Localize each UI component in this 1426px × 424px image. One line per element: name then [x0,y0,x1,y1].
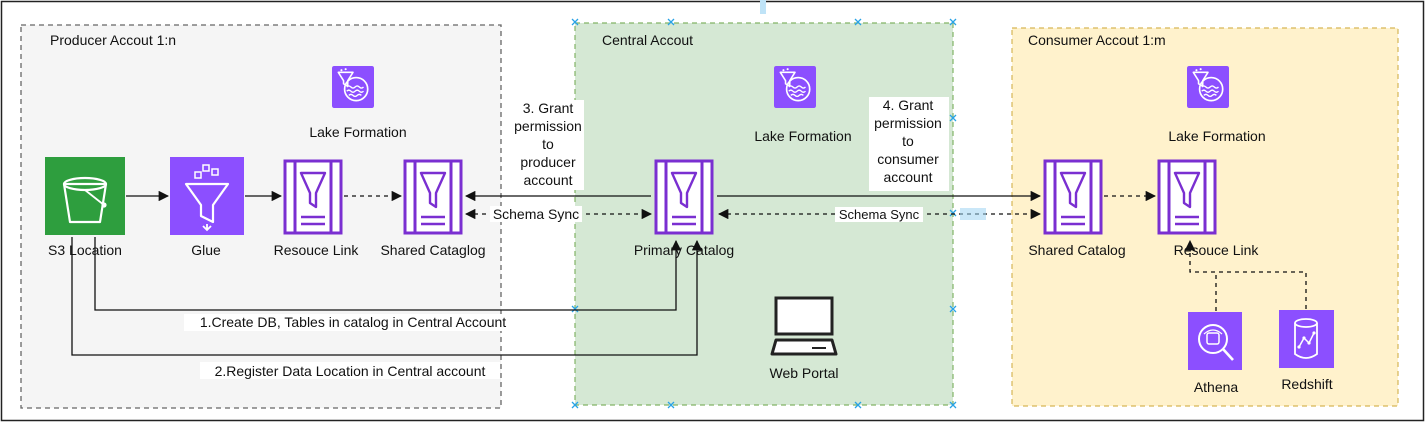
schema-sync-right-label-bg [835,207,923,222]
consumer-resource-link-label: Resouce Link [1174,242,1260,258]
redshift-to-resource-link-line [1216,271,1307,309]
grant-producer-label: 3. Grant permission to producer account [514,100,582,188]
grant-consumer-line-1: 4. Grant [883,97,934,113]
register-location-label-bg [200,362,500,379]
s3-bucket-icon [45,157,125,235]
create-db-label-bg [184,314,522,331]
grant-producer-line-5: account [523,172,572,188]
schema-sync-left-label: Schema Sync [493,206,579,222]
producer-shared-catalog-icon [403,159,463,235]
consumer-shared-catalog-icon [1043,159,1103,235]
central-lake-formation-icon [774,64,816,110]
primary-catalog-icon [654,159,714,235]
grant-producer-line-3: to [542,136,554,152]
glue-label: Glue [191,242,221,258]
schema-sync-left-label-bg [490,206,582,222]
consumer-lake-formation-label: Lake Formation [1168,128,1265,144]
register-location-label: 2.Register Data Location in Central acco… [215,363,486,379]
create-db-arrow [94,237,682,311]
producer-resource-link-label: Resouce Link [274,242,360,258]
consumer-resource-link-icon [1157,159,1217,235]
primary-catalog-label: Primary Catalog [634,242,734,258]
producer-resource-link-icon [283,159,343,235]
athena-to-resource-link-arrow [1184,239,1217,311]
create-db-label: 1.Create DB, Tables in catalog in Centra… [200,314,506,330]
consumer-lake-formation-icon [1187,64,1229,110]
grant-producer-line-2: permission [514,118,582,134]
producer-lake-formation-label: Lake Formation [309,124,406,140]
selection-highlight [960,208,986,220]
redshift-icon [1279,310,1334,368]
grant-producer-line-4: producer [520,154,576,170]
consumer-shared-catalog-label: Shared Catalog [1028,242,1125,258]
athena-icon [1188,312,1242,370]
producer-shared-catalog-label: Shared Cataglog [380,242,485,258]
redshift-label: Redshift [1281,376,1332,392]
web-portal-label: Web Portal [770,365,839,381]
grant-consumer-line-2: permission [874,115,942,131]
central-lake-formation-label: Lake Formation [754,128,851,144]
register-location-arrow [71,237,703,356]
glue-icon [170,157,244,235]
computer-icon [770,296,838,356]
central-zone-label: Central Accout [602,32,693,48]
selection-handles [571,18,957,409]
s3-location-label: S3 Location [48,242,122,258]
grant-consumer-label: 4. Grant permission to consumer account [874,97,942,185]
grant-consumer-line-4: consumer [877,151,939,167]
producer-lake-formation-icon [332,64,374,110]
grant-producer-line-1: 3. Grant [523,100,574,116]
grant-consumer-label-bg [869,97,949,191]
selection-handle-top [760,0,766,14]
grant-consumer-line-3: to [902,133,914,149]
grant-producer-label-bg [512,100,584,190]
athena-label: Athena [1194,379,1239,395]
producer-zone-label: Producer Accout 1:n [50,32,176,48]
grant-consumer-line-5: account [883,169,932,185]
consumer-zone-label: Consumer Accout 1:m [1028,32,1166,48]
schema-sync-right-label: Schema Sync [839,207,920,222]
